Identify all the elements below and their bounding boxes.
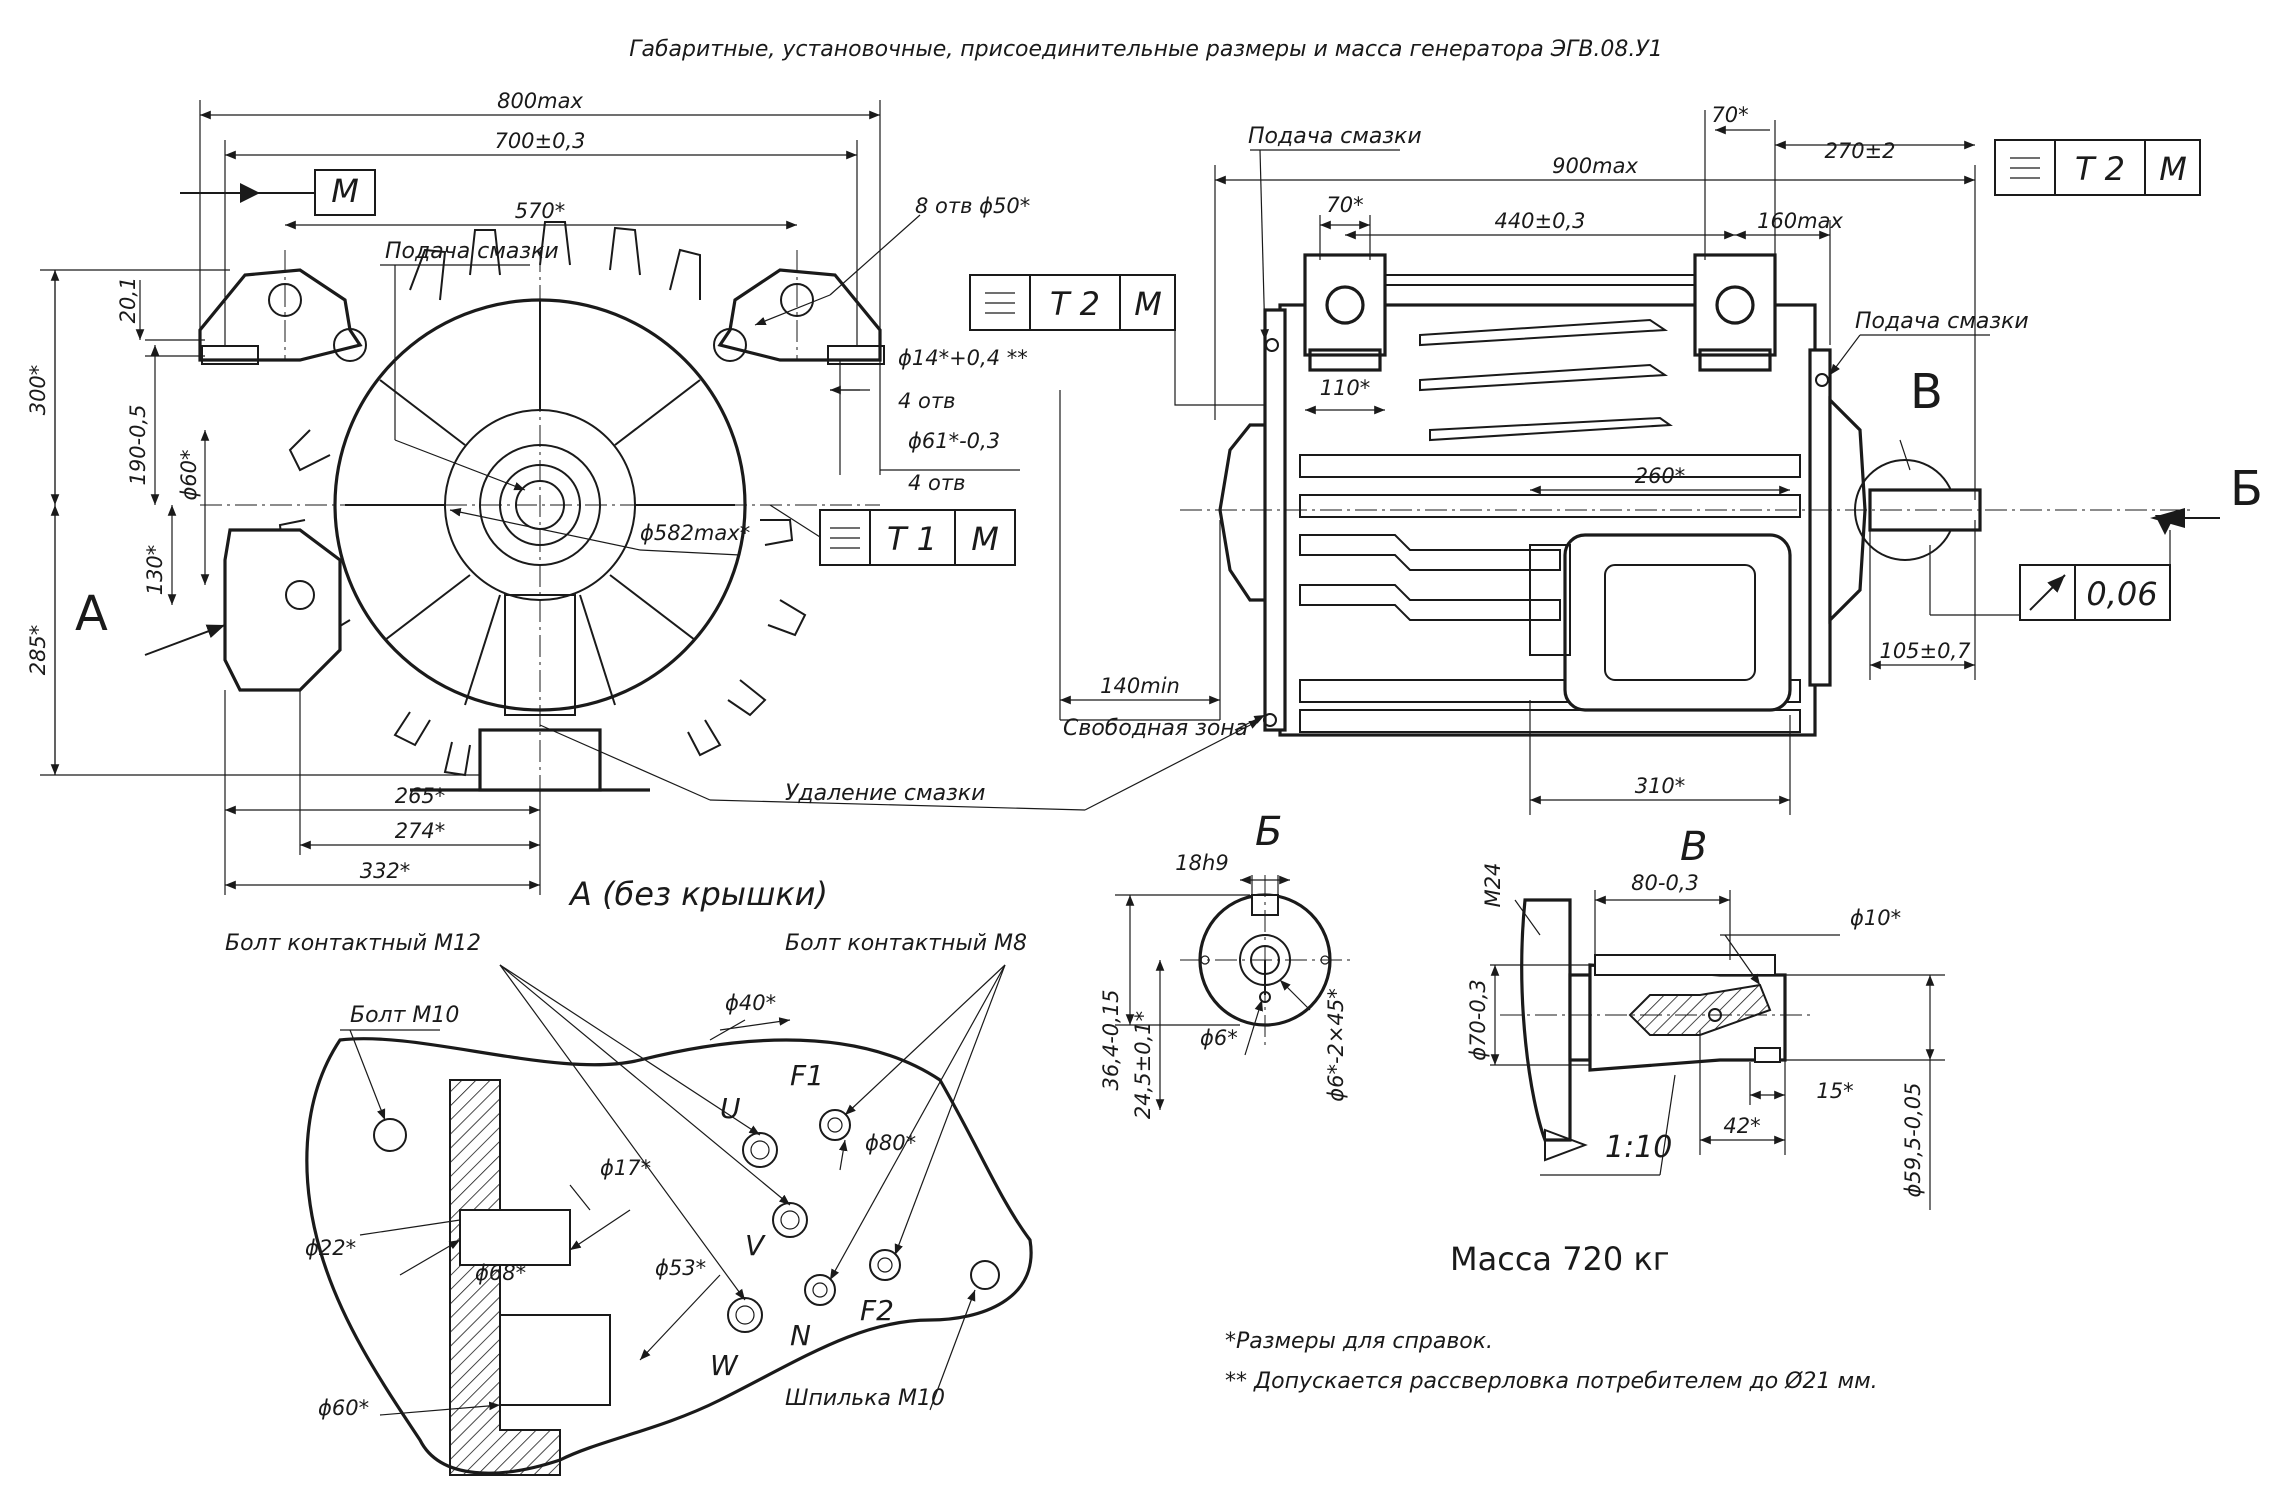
dim-15: 15* xyxy=(1816,1079,1853,1103)
section-b: Б 18h9 36,4-0,15 24,5±0,1* ϕ6* ϕ6*-2×45* xyxy=(1099,809,1350,1119)
note-redrill: ** Допускается рассверловка потребителем… xyxy=(1225,1369,1878,1394)
dim-274: 274* xyxy=(395,819,446,843)
terminal-v: V xyxy=(745,1229,766,1262)
runout-value: 0,06 xyxy=(2086,575,2157,613)
dim-4-holes-a: 4 отв xyxy=(898,389,956,413)
side-view-dims: 70* 900max 270±2 70* 440±0,3 160max 110*… xyxy=(1059,103,2263,815)
dim-d22: ϕ22* xyxy=(305,1236,356,1260)
dim-side-110: 110* xyxy=(1320,376,1371,400)
view-a-caption: А (без крышки) xyxy=(568,875,828,913)
lube-supply-top-label: Подача смазки xyxy=(1248,124,1422,149)
bolt-m8-label: Болт контактный М8 xyxy=(785,931,1027,956)
tolerance-frame-t2m-left: T 2 M xyxy=(969,274,1265,406)
t2m-right-cell-t2: T 2 xyxy=(2075,150,2125,188)
front-view-dims: M 800max 700±0,3 570* 8 отв ϕ50* 20,1 30… xyxy=(26,89,1261,913)
dim-800: 800max xyxy=(497,89,583,113)
m-frame-label: M xyxy=(331,172,359,210)
dim-700: 700±0,3 xyxy=(494,129,585,153)
dim-4-holes-b: 4 отв xyxy=(908,471,966,495)
dim-36-4: 36,4-0,15 xyxy=(1099,989,1123,1090)
dim-d53: ϕ53* xyxy=(655,1256,706,1280)
t1m-cell-m: M xyxy=(971,520,999,558)
dim-130: 130* xyxy=(143,545,167,596)
dim-side-440: 440±0,3 xyxy=(1494,209,1585,233)
dim-190: 190-0,5 xyxy=(126,404,150,485)
dim-332: 332* xyxy=(360,859,411,883)
tolerance-frame-t1m: T 1 M xyxy=(769,504,1016,566)
dim-d17: ϕ17* xyxy=(600,1156,651,1180)
dim-d10: ϕ10* xyxy=(1850,906,1901,930)
dim-d59-5: ϕ59,5-0,05 xyxy=(1901,1083,1925,1198)
dim-265: 265* xyxy=(395,784,446,808)
bolt-m10-label: Болт М10 xyxy=(350,1003,459,1028)
t1m-cell-t1: T 1 xyxy=(887,520,937,558)
dim-20-1: 20,1 xyxy=(116,277,140,324)
dim-taper: 1:10 xyxy=(1605,1130,1672,1165)
view-arrow-a: А xyxy=(75,586,108,642)
dim-side-160: 160max xyxy=(1757,209,1843,233)
terminal-w: W xyxy=(710,1349,739,1382)
tolerance-frame-t2m-right: T 2 M xyxy=(1994,139,2201,196)
dim-18h9: 18h9 xyxy=(1175,851,1228,875)
dim-d582: ϕ582max* xyxy=(640,521,750,545)
stud-m10-label: Шпилька М10 xyxy=(785,1386,945,1411)
lube-supply-right-label: Подача смазки xyxy=(1855,309,2029,334)
dim-d60: ϕ60* xyxy=(177,449,201,500)
dim-80: 80-0,3 xyxy=(1631,871,1699,895)
t2m-right-cell-m: M xyxy=(2159,150,2187,188)
t2m-left-cell-t2: T 2 xyxy=(1050,285,1100,323)
view-arrow-v: В xyxy=(1910,364,1943,420)
dim-side-260: 260* xyxy=(1635,464,1686,488)
side-view xyxy=(1180,253,2190,737)
dim-d68: ϕ68* xyxy=(475,1261,526,1285)
front-view xyxy=(198,221,885,800)
dim-d60-b: ϕ60* xyxy=(318,1396,369,1420)
free-zone-label: Свободная зона xyxy=(1063,716,1248,741)
note-reference-dims: *Размеры для справок. xyxy=(1225,1329,1493,1354)
dim-side-270: 270±2 xyxy=(1824,139,1895,163)
runout-frame: 0,06 xyxy=(2019,530,2171,621)
dim-570: 570* xyxy=(515,199,566,223)
dim-side-140: 140min xyxy=(1100,674,1180,698)
mass-label: Масса 720 кг xyxy=(1450,1240,1670,1278)
terminal-u: U xyxy=(720,1092,741,1125)
dim-285: 285* xyxy=(26,625,50,676)
dim-side-70a: 70* xyxy=(1711,103,1748,127)
dim-d70: ϕ70-0,3 xyxy=(1466,979,1490,1061)
dim-side-105: 105±0,7 xyxy=(1879,639,1971,663)
dim-8-holes: 8 отв ϕ50* xyxy=(915,194,1030,218)
terminal-f2: F2 xyxy=(860,1294,894,1327)
terminal-n: N xyxy=(790,1319,811,1352)
dim-side-900: 900max xyxy=(1552,154,1638,178)
section-v-label: В xyxy=(1680,824,1707,870)
drawing-title: Габаритные, установочные, присоединитель… xyxy=(629,37,1663,62)
dim-m24: M24 xyxy=(1481,863,1505,908)
section-b-label: Б xyxy=(1255,809,1282,855)
dim-d6: ϕ6* xyxy=(1200,1026,1238,1050)
dim-d61: ϕ61*-0,3 xyxy=(908,429,1000,453)
terminal-f1: F1 xyxy=(790,1059,824,1092)
bolt-m12-label: Болт контактный М12 xyxy=(225,931,481,956)
t2m-left-cell-m: M xyxy=(1134,285,1162,323)
section-v: В xyxy=(1466,824,1945,1210)
dim-d80: ϕ80* xyxy=(865,1131,916,1155)
dim-side-310: 310* xyxy=(1635,774,1686,798)
dim-300: 300* xyxy=(26,365,50,416)
lube-removal-label: Удаление смазки xyxy=(785,781,985,806)
view-arrow-b: Б xyxy=(2230,461,2263,517)
dim-d14: ϕ14*+0,4 ** xyxy=(898,346,1028,370)
terminal-detail: Болт контактный М12 Болт контактный М8 Б… xyxy=(225,931,1033,1476)
dim-42: 42* xyxy=(1723,1114,1760,1138)
dim-side-70b: 70* xyxy=(1326,193,1363,217)
dim-24-5: 24,5±0,1* xyxy=(1131,1011,1155,1119)
lube-supply-left-label: Подача смазки xyxy=(385,239,559,264)
dim-d40: ϕ40* xyxy=(725,991,776,1015)
dim-d6x45: ϕ6*-2×45* xyxy=(1324,988,1348,1101)
